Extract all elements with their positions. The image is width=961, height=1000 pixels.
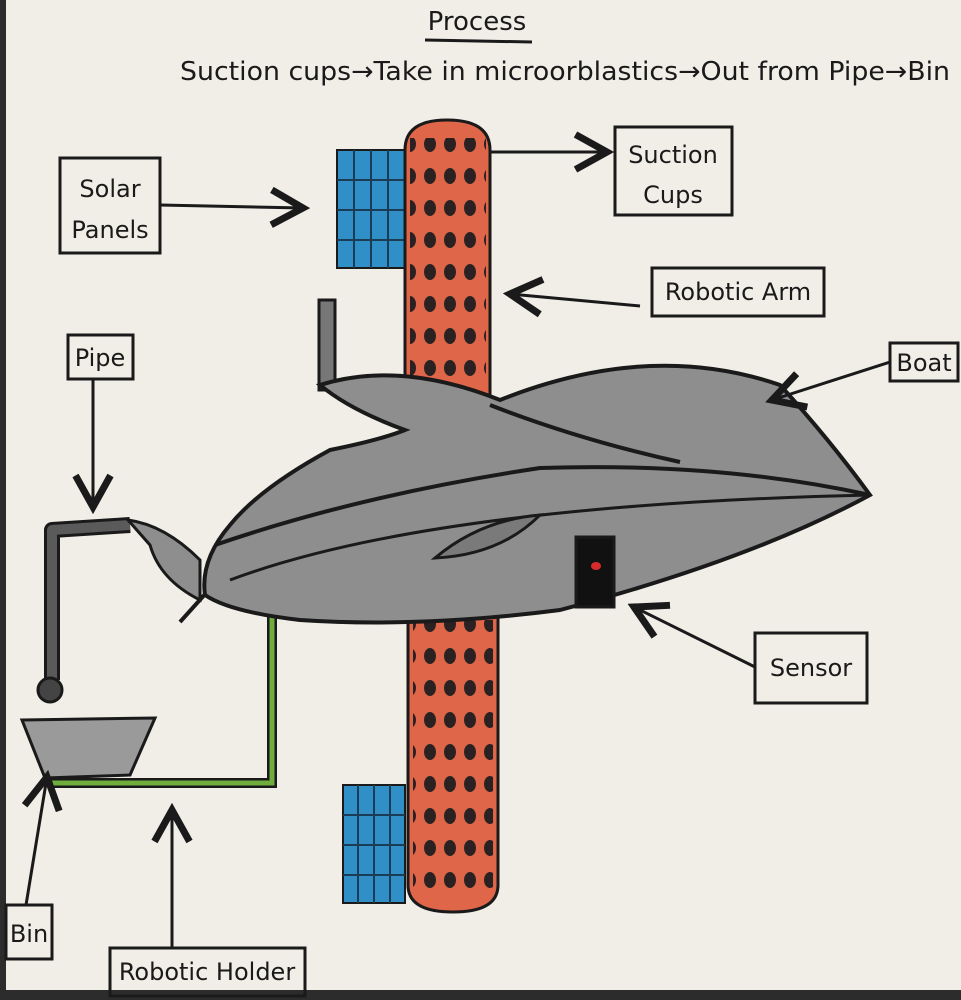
- title-underline: [424, 38, 533, 44]
- robotic-arm-top: [336, 118, 492, 412]
- label-pipe-text: Pipe: [75, 344, 126, 372]
- robotic-holder-shape: [50, 615, 275, 786]
- label-robotic-holder-text: Robotic Holder: [119, 958, 296, 986]
- boat-shape: [202, 298, 873, 625]
- label-sensor: Sensor: [634, 607, 869, 705]
- label-boat-text: Boat: [896, 349, 951, 377]
- label-sensor-text: Sensor: [770, 654, 852, 682]
- pipe-assembly: [19, 517, 277, 788]
- label-bin-text: Bin: [10, 920, 48, 948]
- label-pipe: Pipe: [66, 333, 135, 507]
- label-boat: Boat: [772, 341, 960, 400]
- process-line: Suction cups→Take in microorblastics→Out…: [180, 57, 950, 87]
- sensor-box: [574, 535, 616, 609]
- suction-cups-bottom: [413, 620, 493, 892]
- robotic-arm-bottom: [342, 608, 500, 914]
- suction-cups-top: [410, 138, 486, 394]
- label-bin: Bin: [4, 777, 52, 961]
- label-solar-panels-line1: Solar: [79, 175, 140, 203]
- label-solar-panels-line2: Panels: [71, 216, 148, 244]
- label-robotic-arm: Robotic Arm: [510, 266, 826, 318]
- label-suction-cups: Suction Cups: [490, 125, 734, 217]
- label-solar-panels: Solar Panels: [58, 156, 303, 255]
- label-robotic-holder: Robotic Holder: [108, 810, 307, 998]
- label-suction-cups-line2: Cups: [643, 181, 703, 209]
- bin-shape: [19, 716, 158, 780]
- sensor-light: [591, 562, 601, 570]
- label-robotic-arm-text: Robotic Arm: [665, 278, 811, 306]
- diagram-title: Process: [428, 7, 527, 37]
- label-suction-cups-line1: Suction: [628, 141, 718, 169]
